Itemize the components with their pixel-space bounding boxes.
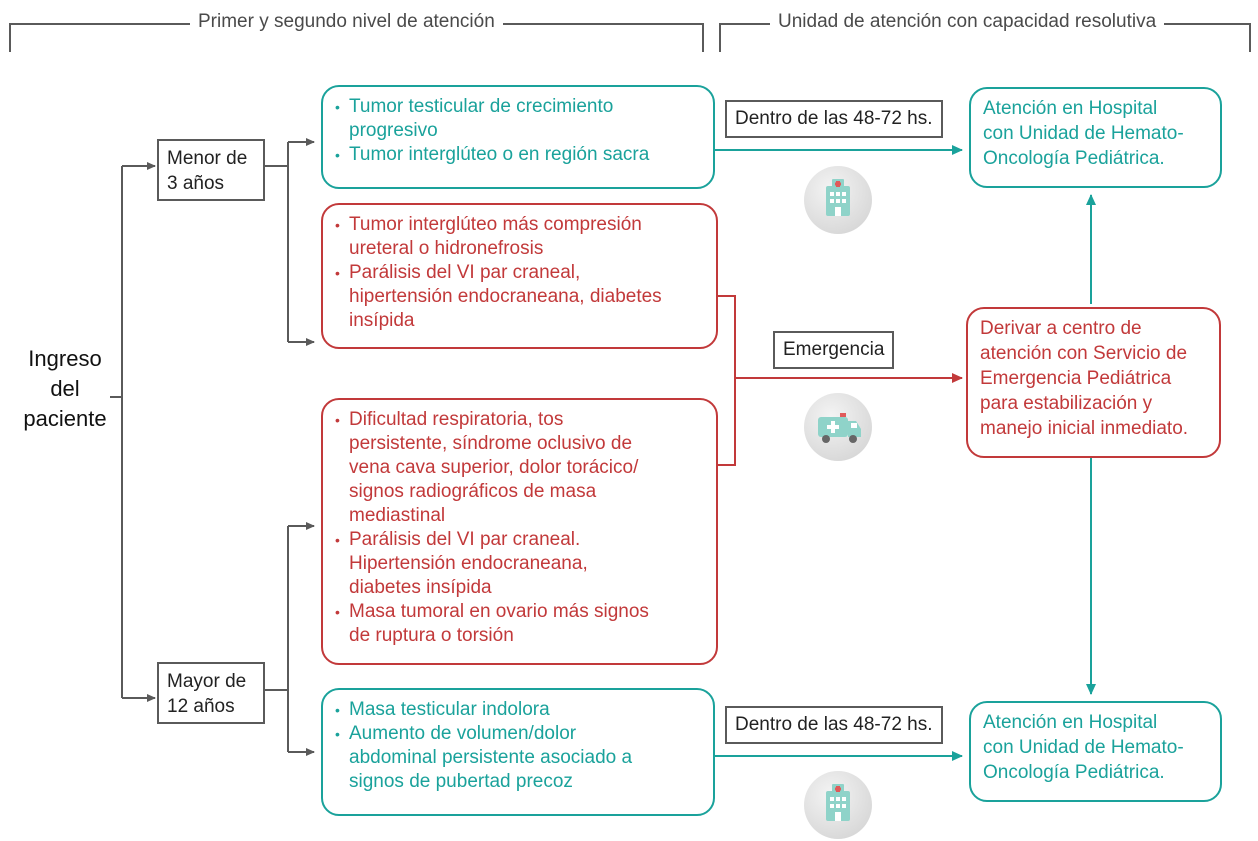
criteria-line: Dificultad respiratoria, tos [349, 409, 564, 430]
ingreso-line: paciente [23, 406, 107, 431]
criteria-box-mayor-red: Dificultad respiratoria, tos persistente,… [321, 398, 718, 665]
criteria-box-menor-red: Tumor interglúteo más compresión ureteral… [321, 203, 718, 349]
ambulance-icon [804, 393, 872, 461]
criteria-line: Tumor interglúteo más compresión [349, 214, 642, 235]
criteria-line: vena cava superior, dolor torácico/ [349, 457, 639, 478]
criteria-line: mediastinal [349, 505, 446, 526]
dest-line: Oncología Pediátrica. [983, 762, 1165, 783]
ingreso-line: del [50, 376, 80, 401]
criteria-item: Tumor interglúteo o en región sacra [335, 143, 703, 167]
age-box-menor-3: Menor de 3 años [157, 139, 265, 201]
timing-label-bottom: Dentro de las 48-72 hs. [725, 706, 943, 744]
criteria-line: Hipertensión endocraneana, [349, 553, 588, 574]
criteria-item: Parálisis del VI par craneal. Hipertensió… [335, 528, 706, 600]
header-primer-nivel: Primer y segundo nivel de atención [190, 10, 503, 34]
dest-line: Atención en Hospital [983, 98, 1158, 119]
criteria-line: signos radiográficos de masa [349, 481, 597, 502]
hospital-icon [804, 166, 872, 234]
criteria-line: Parálisis del VI par craneal, [349, 262, 581, 283]
criteria-item: Aumento de volumen/dolor abdominal persis… [335, 722, 703, 794]
criteria-line: persistente, síndrome oclusivo de [349, 433, 633, 454]
criteria-line: Masa tumoral en ovario más signos [349, 601, 649, 622]
criteria-line: diabetes insípida [349, 577, 492, 598]
criteria-item: Parálisis del VI par craneal, hipertensió… [335, 261, 706, 333]
age-line: 12 años [167, 696, 235, 717]
age-line: Menor de [167, 148, 248, 169]
criteria-line: hipertensión endocraneana, diabetes [349, 286, 662, 307]
dest-line: Emergencia Pediátrica [980, 368, 1172, 389]
dest-line: Atención en Hospital [983, 712, 1158, 733]
dest-line: atención con Servicio de [980, 343, 1188, 364]
dest-line: con Unidad de Hemato- [983, 123, 1184, 144]
criteria-item: Dificultad respiratoria, tos persistente,… [335, 408, 706, 528]
destination-emergency: Derivar a centro de atención con Servici… [966, 307, 1221, 458]
criteria-line: progresivo [349, 120, 438, 141]
criteria-item: Masa testicular indolora [335, 698, 703, 722]
criteria-line: Tumor interglúteo o en región sacra [349, 144, 650, 165]
criteria-item: Tumor testicular de crecimiento progresiv… [335, 95, 703, 143]
criteria-line: de ruptura o torsión [349, 625, 514, 646]
criteria-line: abdominal persistente asociado a [349, 747, 633, 768]
hospital-icon [804, 771, 872, 839]
ingreso-line: Ingreso [28, 346, 102, 371]
criteria-line: Masa testicular indolora [349, 699, 550, 720]
criteria-item: Masa tumoral en ovario más signos de rupt… [335, 600, 706, 648]
age-line: 3 años [167, 173, 225, 194]
criteria-line: insípida [349, 310, 415, 331]
emergencia-label: Emergencia [773, 331, 895, 369]
dest-line: manejo inicial inmediato. [980, 418, 1189, 439]
criteria-line: ureteral o hidronefrosis [349, 238, 544, 259]
destination-hospital-bottom: Atención en Hospital con Unidad de Hemat… [969, 701, 1222, 802]
criteria-line: signos de pubertad precoz [349, 771, 573, 792]
criteria-item: Tumor interglúteo más compresión ureteral… [335, 213, 706, 261]
destination-hospital-top: Atención en Hospital con Unidad de Hemat… [969, 87, 1222, 188]
age-box-mayor-12: Mayor de 12 años [157, 662, 265, 724]
criteria-box-mayor-teal: Masa testicular indoloraAumento de volum… [321, 688, 715, 816]
dest-line: para estabilización y [980, 393, 1153, 414]
age-line: Mayor de [167, 671, 247, 692]
criteria-line: Aumento de volumen/dolor [349, 723, 577, 744]
timing-label-top: Dentro de las 48-72 hs. [725, 100, 943, 138]
dest-line: con Unidad de Hemato- [983, 737, 1184, 758]
header-unidad-resolutiva: Unidad de atención con capacidad resolut… [770, 10, 1165, 34]
criteria-line: Parálisis del VI par craneal. [349, 529, 581, 550]
dest-line: Derivar a centro de [980, 318, 1142, 339]
ingreso-paciente-label: Ingreso del paciente [20, 344, 110, 434]
criteria-box-menor-teal: Tumor testicular de crecimiento progresiv… [321, 85, 715, 189]
dest-line: Oncología Pediátrica. [983, 148, 1165, 169]
criteria-line: Tumor testicular de crecimiento [349, 96, 614, 117]
